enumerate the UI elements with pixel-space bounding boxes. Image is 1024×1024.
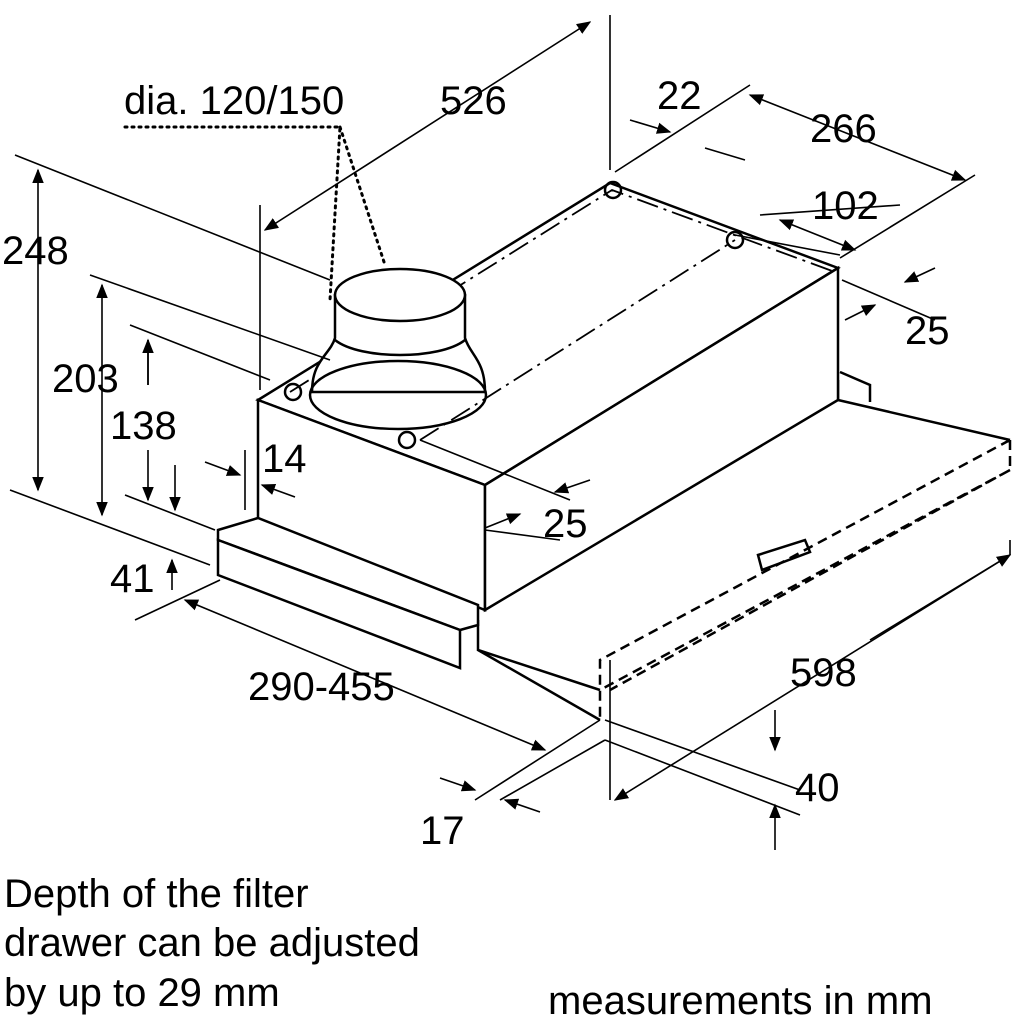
units-note: measurements in mm — [548, 979, 933, 1023]
drawer-note-line-3: by up to 29 mm — [4, 971, 280, 1015]
dimension-41: 41 — [110, 557, 155, 601]
dimension-14: 14 — [262, 437, 307, 481]
dimension-526: 526 — [440, 79, 507, 123]
dimension-248: 248 — [2, 229, 69, 273]
dimension-203: 203 — [52, 357, 119, 401]
dimension-25-right: 25 — [905, 309, 950, 353]
drawer-note-line-2: drawer can be adjusted — [4, 921, 420, 965]
dimension-290-455: 290-455 — [248, 665, 395, 709]
duct-diameter-label: dia. 120/150 — [124, 79, 344, 123]
dimension-17: 17 — [420, 809, 465, 853]
dimension-lines — [9, 15, 1012, 850]
dimension-40: 40 — [795, 766, 840, 810]
dimension-266: 266 — [810, 107, 877, 151]
dimension-25-front: 25 — [543, 502, 588, 546]
dimension-598: 598 — [790, 651, 857, 695]
duct-connector — [308, 267, 488, 431]
dimension-138: 138 — [110, 404, 177, 448]
hood-housing — [255, 180, 841, 613]
dimension-22: 22 — [657, 74, 702, 118]
drawer-note-line-1: Depth of the filter — [4, 872, 309, 916]
dimension-102: 102 — [812, 184, 879, 228]
